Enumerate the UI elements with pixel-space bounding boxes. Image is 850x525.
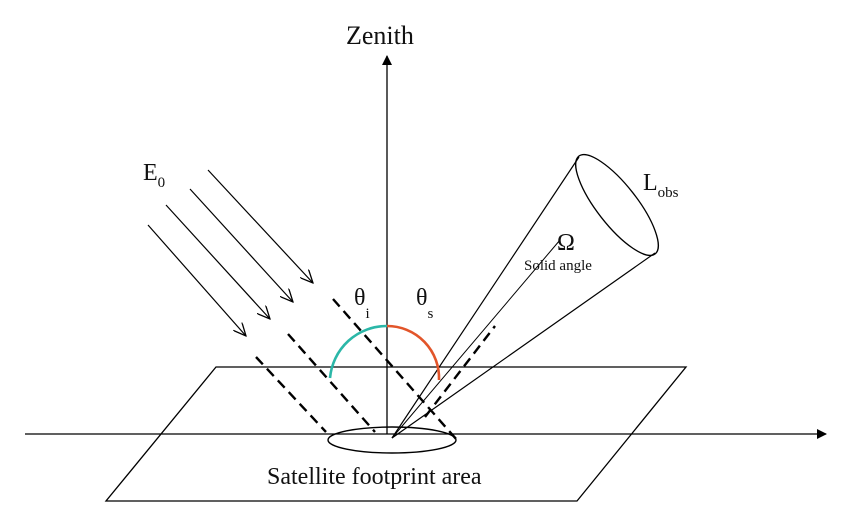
theta-s-label: θs [416, 285, 434, 322]
incident-dashed-2 [287, 333, 376, 433]
cone-edge-inner [391, 239, 561, 439]
incident-dashed-1 [255, 356, 327, 433]
omega-label: Ω [557, 230, 575, 256]
footprint-ellipse [327, 426, 457, 454]
solid-angle-label: Solid angle [524, 258, 592, 274]
irradiance-label: E0 [143, 160, 165, 191]
theta-i-label: θi [354, 285, 370, 322]
theta-i-subscript: i [366, 306, 370, 322]
zenith-label: Zenith [346, 21, 414, 50]
theta-s-symbol: θ [416, 285, 428, 311]
incidence-angle-arc [328, 324, 388, 379]
radiance-label: Lobs [643, 170, 679, 201]
scatter-angle-arc [386, 324, 441, 381]
theta-s-subscript: s [428, 306, 434, 322]
cone-edge-lower [391, 252, 656, 439]
incident-ray-1 [147, 224, 246, 336]
irradiance-symbol: E [143, 160, 158, 186]
cone-aperture [575, 153, 659, 257]
irradiance-subscript: 0 [158, 175, 166, 191]
ground-plane [104, 366, 688, 502]
radiance-subscript: obs [658, 185, 679, 201]
footprint-label: Satellite footprint area [267, 464, 482, 490]
incident-ray-3 [189, 188, 293, 302]
radiance-symbol: L [643, 170, 658, 196]
scatter-dashed [424, 325, 496, 418]
theta-i-symbol: θ [354, 285, 366, 311]
incident-ray-2 [165, 204, 270, 319]
cone-edge-upper [391, 156, 580, 439]
incident-ray-4 [207, 169, 313, 283]
